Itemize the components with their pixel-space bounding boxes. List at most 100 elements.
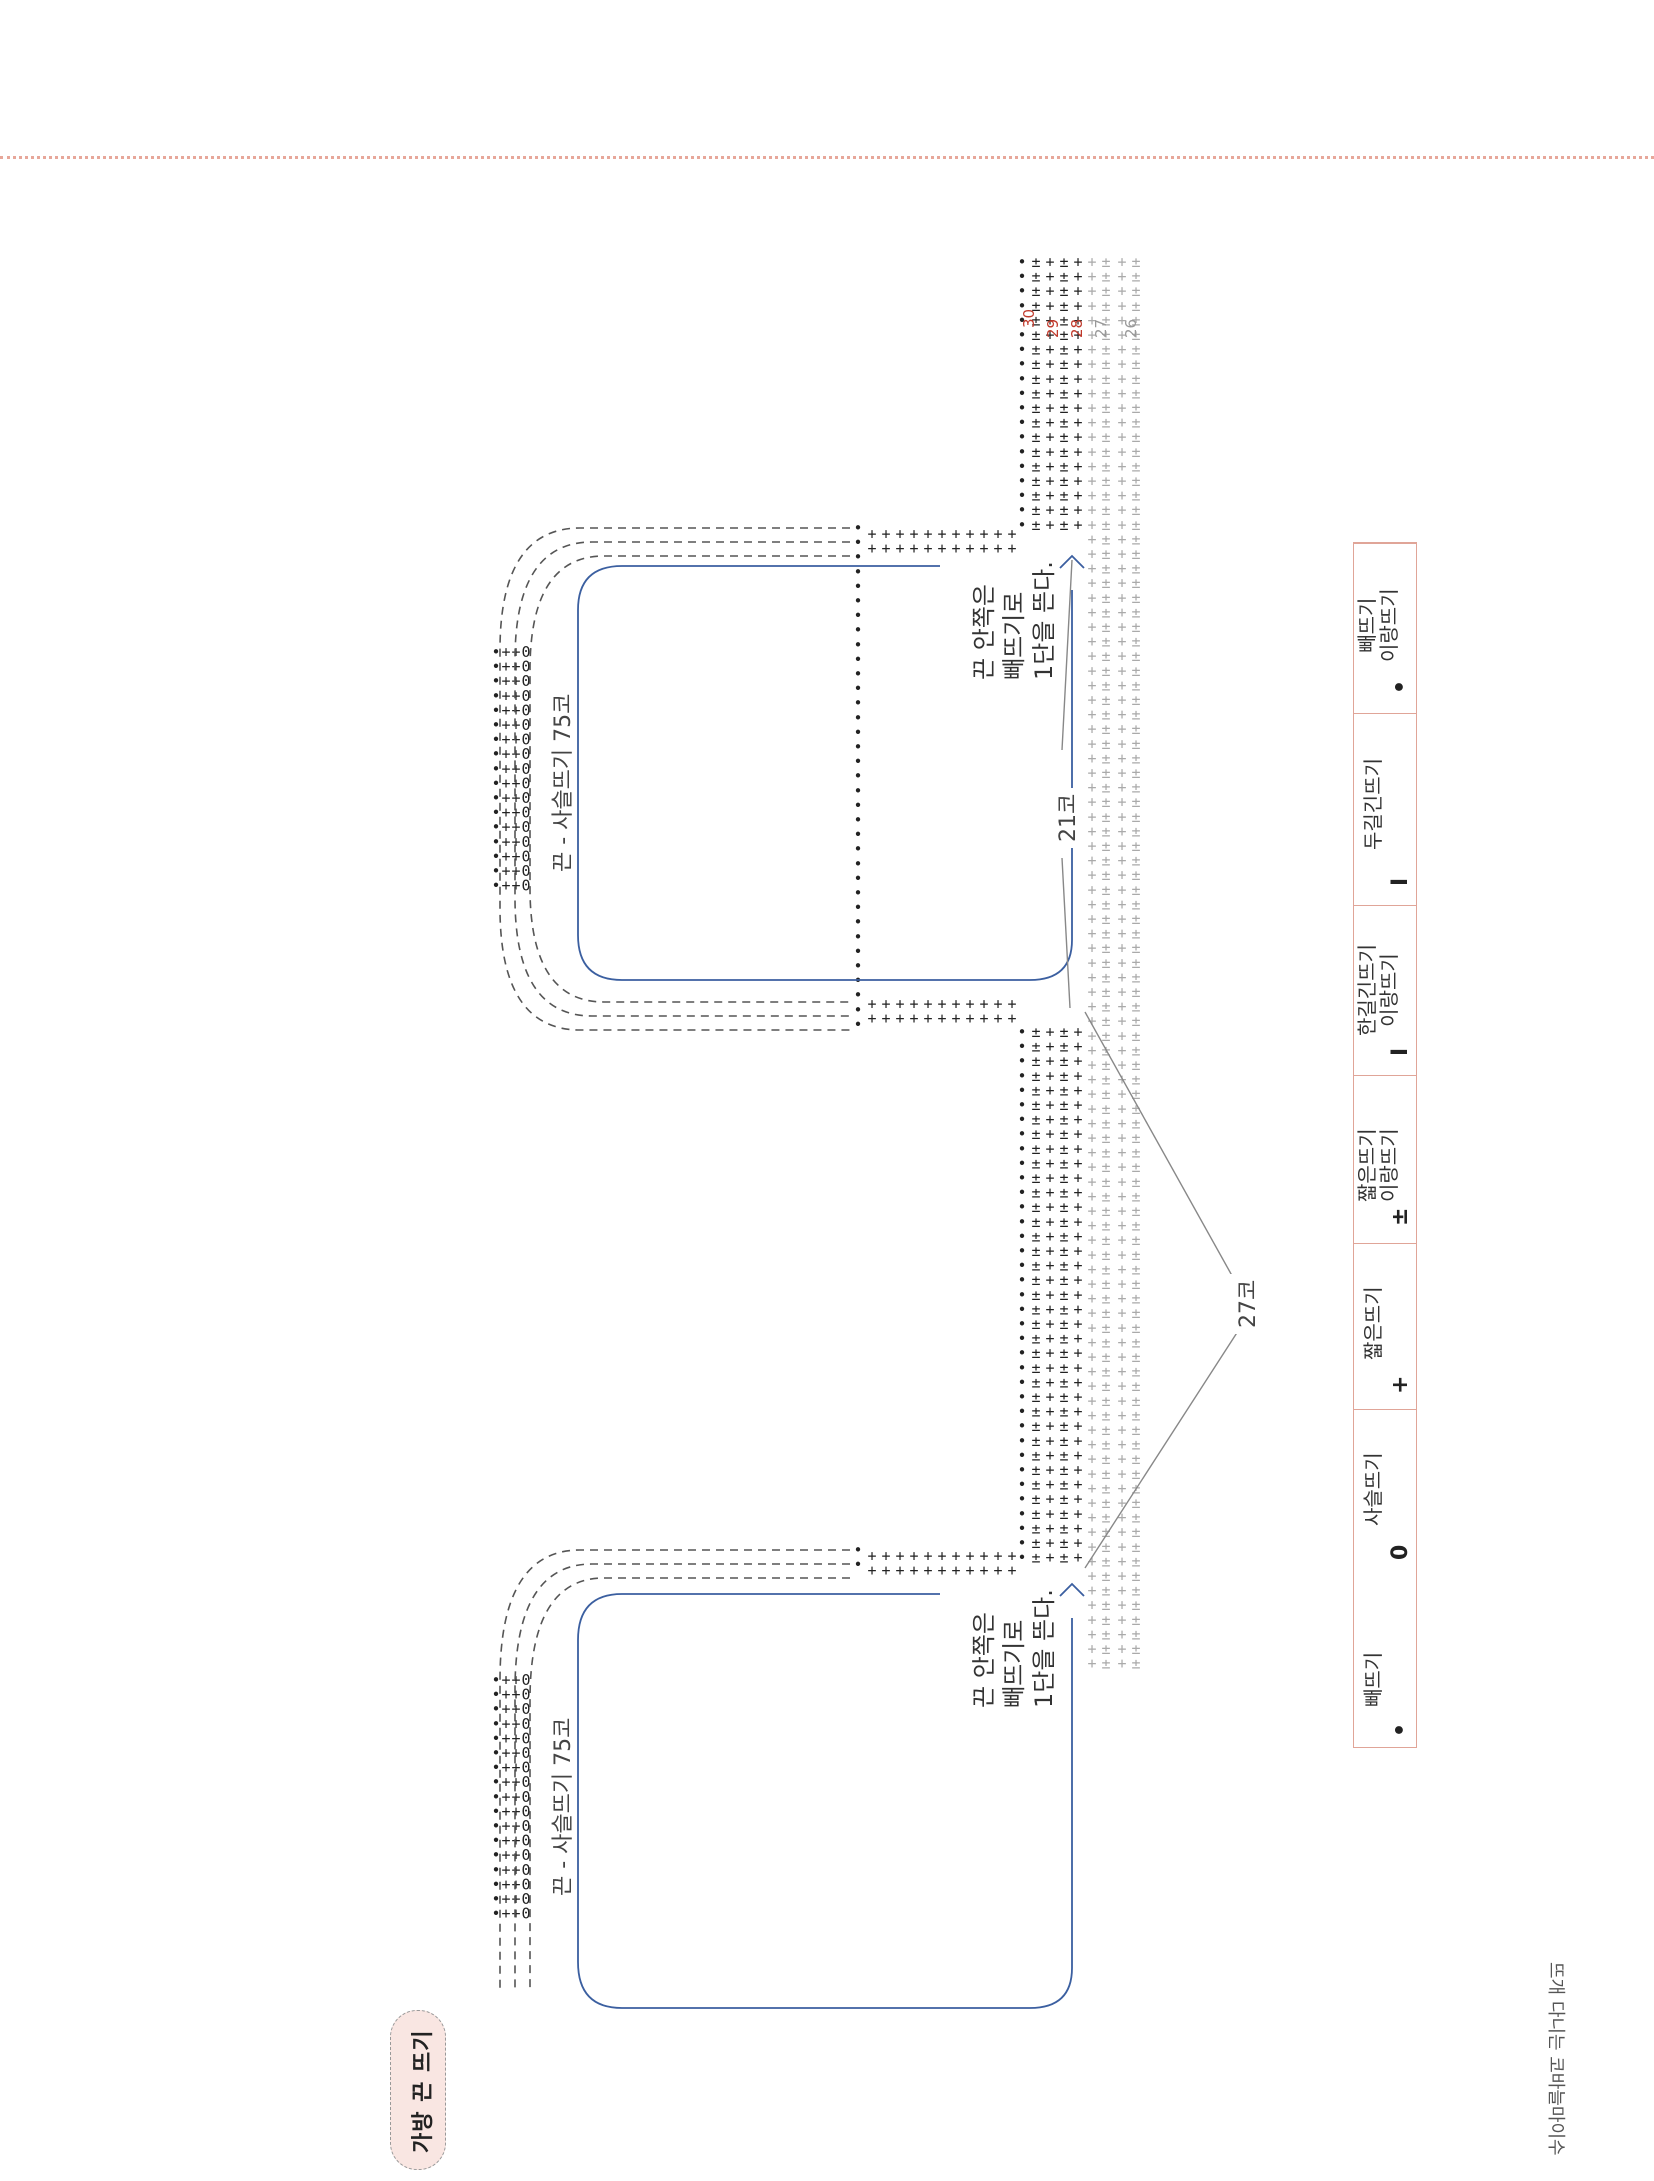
top-stitch: + [1045,1096,1054,1114]
top-stitch: • [1017,1257,1026,1275]
grey-stitch: ± [1101,1640,1110,1658]
grey-stitch: ± [1131,1231,1140,1249]
top-stitch: ± [1059,1549,1068,1567]
strap-stitch: + [511,1832,520,1850]
top-stitch: • [1017,1169,1026,1187]
strap-stitch: + [501,672,510,690]
strap-stitch: • [853,1556,862,1574]
grey-stitch: + [1087,1129,1096,1147]
top-stitch: + [1073,1461,1082,1479]
top-stitch: ± [1031,1169,1040,1187]
grey-stitch: ± [1131,1187,1140,1205]
grey-stitch: + [1117,1363,1126,1381]
grey-stitch: + [1087,1625,1096,1643]
strap-stitch: 0 [521,1788,530,1806]
grey-stitch: ± [1101,1187,1110,1205]
top-stitch: ± [1059,1403,1068,1421]
grey-stitch: + [1117,1056,1126,1074]
top-stitch: • [1017,1373,1026,1391]
top-stitch: • [1017,1549,1026,1567]
top-stitch: + [1045,1476,1054,1494]
top-stitch: + [1045,1111,1054,1129]
strap-1-guide-2 [514,541,850,1017]
top-stitch: ± [1031,1490,1040,1508]
grey-stitch: ± [1101,1523,1110,1541]
grey-stitch: ± [1101,311,1110,329]
grey-stitch: + [1117,1231,1126,1249]
grey-stitch: + [1117,1085,1126,1103]
strap-stitch: + [511,672,520,690]
grey-stitch: + [1117,1217,1126,1235]
grey-stitch: + [1117,1041,1126,1059]
strap-2-inner-note-line2: 빼뜨기로 [1000,1619,1028,1708]
grey-stitch: ± [1131,881,1140,899]
grey-stitch: ± [1101,1333,1110,1351]
strap-stitch: + [965,1547,974,1565]
top-stitch: ± [1031,297,1040,315]
top-stitch: ± [1031,457,1040,475]
grey-stitch: ± [1101,326,1110,344]
strap-stitch: + [501,731,510,749]
strap-stitch: 0 [521,862,530,880]
top-stitch: ± [1059,1213,1068,1231]
top-stitch: + [1045,1169,1054,1187]
grey-stitch: + [1087,1217,1096,1235]
chain-stitch-icon: 0 [1388,1544,1413,1560]
grey-stitch: + [1117,1625,1126,1643]
grey-stitch: + [1087,1173,1096,1191]
top-stitch: • [1017,428,1026,446]
grey-stitch: + [1087,691,1096,709]
grey-stitch: ± [1101,1494,1110,1512]
grey-stitch: ± [1131,355,1140,373]
top-stitch: ± [1031,1257,1040,1275]
top-stitch: + [1045,1330,1054,1348]
grey-stitch: ± [1101,1363,1110,1381]
top-stitch: • [1017,311,1026,329]
top-stitch: + [1073,487,1082,505]
grey-stitch: + [1117,326,1126,344]
grey-stitch: ± [1101,1348,1110,1366]
strap-stitch: + [511,1788,520,1806]
grey-stitch: + [1087,1655,1096,1673]
grey-stitch: + [1117,1450,1126,1468]
top-stitch: ± [1059,457,1068,475]
grey-stitch: ± [1131,1363,1140,1381]
leader-27a [1084,1011,1241,1291]
strap-stitch: + [895,1562,904,1580]
grey-stitch: ± [1131,735,1140,753]
grey-stitch: + [1087,399,1096,417]
legend-item-single-crochet: + 짧은뜨기 [1354,1243,1416,1410]
strap-2-inner-note-line3: 1단을 뜬다. [1030,1589,1058,1708]
grey-stitch: + [1087,443,1096,461]
grey-stitch: + [1117,866,1126,884]
strap-stitch: • [491,701,500,719]
grey-stitch: ± [1131,1290,1140,1308]
strap-stitch: + [501,745,510,763]
grey-stitch: ± [1101,472,1110,490]
grey-stitch: + [1117,662,1126,680]
strap-stitch: + [511,847,520,865]
legend-label: 짧은뜨기 [1361,1286,1385,1360]
row-number-28: 28 [1068,318,1086,338]
strap-stitch: + [979,1547,988,1565]
grey-stitch: ± [1131,764,1140,782]
top-stitch: ± [1031,1417,1040,1435]
top-stitch: ± [1031,1023,1040,1041]
strap-stitch: • [491,643,500,661]
strap-stitch: • [853,957,862,975]
grey-stitch: ± [1131,268,1140,286]
strap-stitch: + [501,1744,510,1762]
grey-stitch: + [1087,866,1096,884]
grey-stitch: ± [1131,618,1140,636]
strap-stitch: + [951,540,960,558]
top-stitch: ± [1059,341,1068,359]
grey-stitch: + [1087,1012,1096,1030]
grey-stitch: ± [1101,1538,1110,1556]
strap-stitch: + [501,1832,510,1850]
strap-stitch: + [895,1010,904,1028]
grey-stitch: + [1087,837,1096,855]
top-stitch: ± [1031,414,1040,432]
grey-stitch: + [1117,268,1126,286]
grey-stitch: + [1117,852,1126,870]
strap-stitch: + [511,1861,520,1879]
